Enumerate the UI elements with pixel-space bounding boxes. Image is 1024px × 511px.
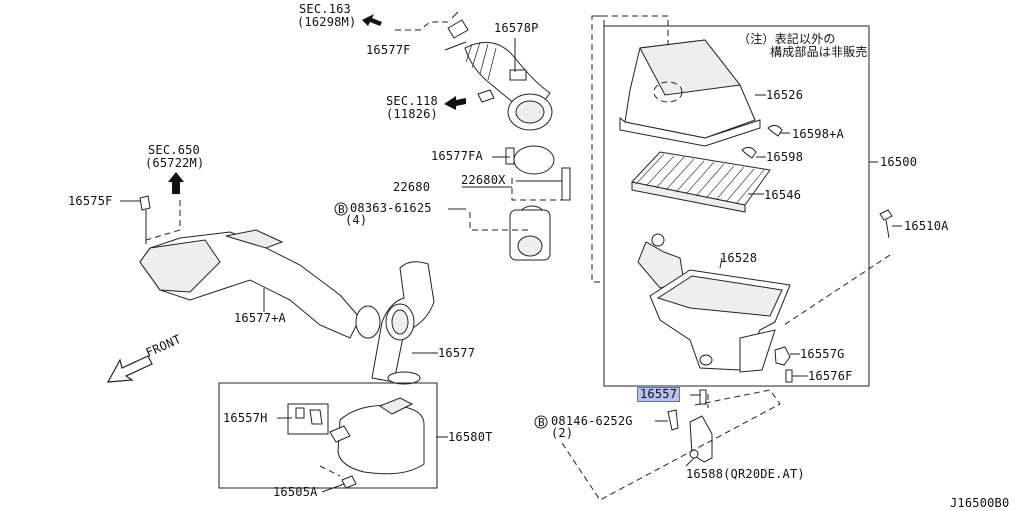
label-bolt-08363[interactable]: 08363-61625: [350, 201, 432, 215]
arrow-sec163: [362, 14, 382, 26]
resonator-16580T: [287, 397, 425, 475]
label-22680X[interactable]: 22680X: [461, 173, 506, 187]
resonator-frame: [218, 382, 438, 489]
label-16546[interactable]: 16546: [764, 188, 802, 202]
clamp-16577FA: [513, 145, 555, 175]
label-16576F[interactable]: 16576F: [808, 369, 853, 383]
front-arrow: [106, 355, 153, 383]
label-16588[interactable]: 16588(QR20DE.AT): [686, 467, 805, 481]
label-16598A[interactable]: 16598+A: [792, 127, 844, 141]
label-16500[interactable]: 16500: [880, 155, 918, 169]
label-16557-highlighted[interactable]: 16557: [636, 387, 681, 402]
bolt-16505A: [341, 475, 357, 489]
label-sec650-part: (65722M): [145, 156, 205, 170]
label-16598[interactable]: 16598: [766, 150, 804, 164]
label-16528[interactable]: 16528: [720, 251, 758, 265]
clip-16598A: [767, 124, 783, 137]
note-line-2: 構成部品は非販売: [770, 45, 868, 59]
air-duct-16578P: [464, 41, 555, 175]
label-sec650[interactable]: SEC.650: [148, 143, 200, 157]
bolt-08146: [667, 409, 679, 431]
dash-loop: [559, 389, 781, 501]
diagram-code: J16500B0: [950, 496, 1010, 510]
label-16510A[interactable]: 16510A: [904, 219, 949, 233]
label-16557H[interactable]: 16557H: [223, 411, 268, 425]
circle-b-08146: B: [538, 416, 545, 429]
clamp-16577F: [447, 11, 469, 39]
air-duct-16577: [371, 261, 435, 385]
label-16580T[interactable]: 16580T: [448, 430, 493, 444]
air-duct-16577A: [139, 229, 381, 339]
label-16577F[interactable]: 16577F: [366, 43, 411, 57]
label-22680[interactable]: 22680: [393, 180, 431, 194]
label-16575F[interactable]: 16575F: [68, 194, 113, 208]
label-16505A[interactable]: 16505A: [273, 485, 318, 499]
clip-16576F: [785, 369, 793, 383]
dash-16510A: [783, 254, 891, 326]
label-sec118[interactable]: SEC.118: [386, 94, 438, 108]
upper-housing-16526: [619, 39, 766, 147]
label-bolt-08363-qty: (4): [345, 213, 368, 227]
arrow-sec118: [444, 96, 466, 110]
leader-lines: [120, 38, 902, 493]
label-sec118-part: (11826): [386, 107, 438, 121]
assembly-frame: [603, 25, 870, 387]
bolt-16510A: [879, 209, 893, 239]
lower-housing-16528: [637, 233, 793, 383]
assembly-frame-dash: [591, 15, 605, 283]
grommet-16557G: [774, 346, 791, 366]
note-line-1: （注）表記以外の: [738, 32, 836, 46]
label-bolt-08146-qty: (2): [551, 426, 574, 440]
clip-16575F: [139, 195, 151, 244]
arrow-sec650: [168, 172, 184, 194]
label-16577FA[interactable]: 16577FA: [431, 149, 483, 163]
label-16526[interactable]: 16526: [766, 88, 804, 102]
label-16577[interactable]: 16577: [438, 346, 476, 360]
air-flow-meter-22680: [509, 167, 571, 261]
circle-b-08363: B: [338, 203, 345, 216]
clip-16598: [741, 146, 757, 159]
filter-element-16546: [631, 151, 771, 213]
label-sec163[interactable]: SEC.163: [299, 2, 351, 16]
label-16577A[interactable]: 16577+A: [234, 311, 286, 325]
label-sec163-part: (16298M): [297, 15, 357, 29]
label-16557G[interactable]: 16557G: [800, 347, 845, 361]
label-bolt-08146[interactable]: 08146-6252G: [551, 414, 633, 428]
label-16578P[interactable]: 16578P: [494, 21, 539, 35]
